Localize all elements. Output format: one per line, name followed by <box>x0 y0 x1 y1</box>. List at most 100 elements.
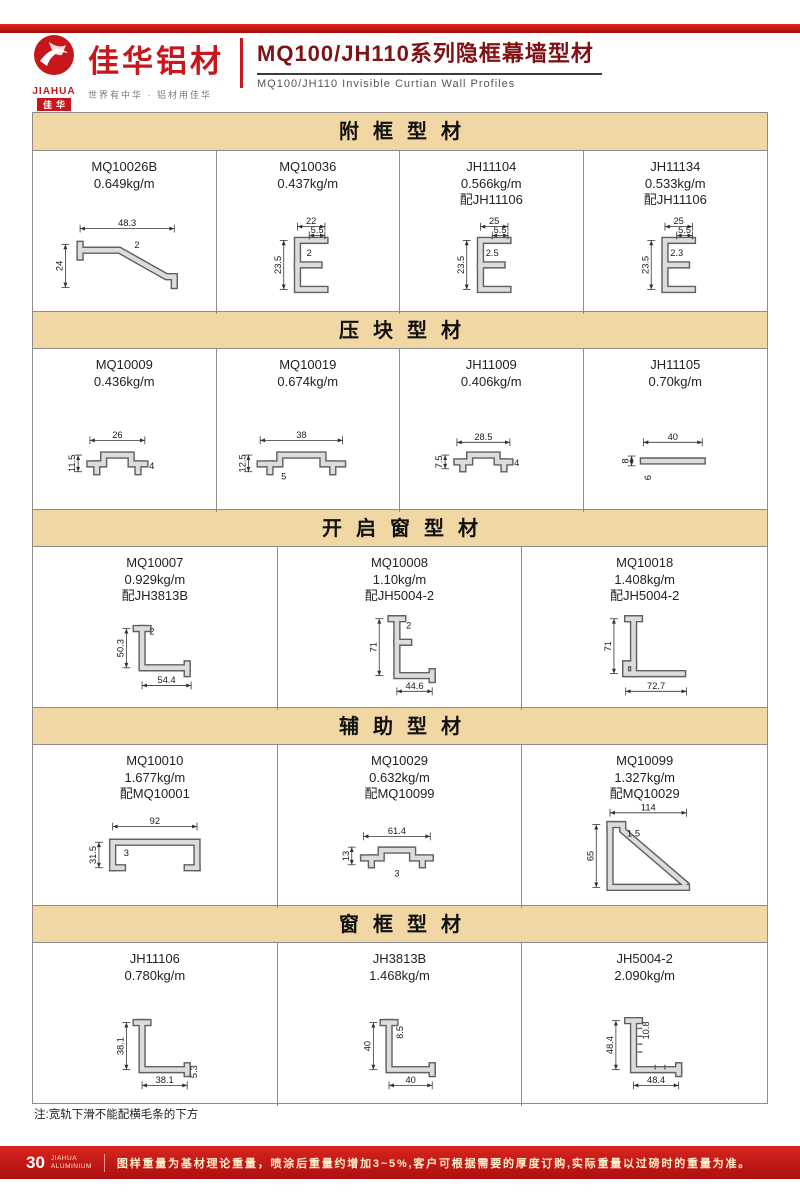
weight-label: 0.674kg/m <box>277 373 339 389</box>
model-label: JH3813B <box>372 951 427 966</box>
dimension-label: 31.5 <box>88 846 98 864</box>
weight-label: 1.327kg/m <box>614 769 676 785</box>
dimension-label: 4 <box>149 461 154 471</box>
dimension-arrow <box>259 438 265 443</box>
dimension-arrow <box>124 662 129 668</box>
dimension-arrow <box>696 440 702 445</box>
match-label: 配JH5004-2 <box>609 588 680 604</box>
dimension-label: 72.7 <box>647 681 665 691</box>
brand-block: 佳华铝材 世界有中华 · 铝材用佳华 <box>88 34 224 112</box>
dimension-label: 61.4 <box>387 826 405 836</box>
model-label: MQ10099 <box>616 753 674 768</box>
model-label: MQ10007 <box>126 555 184 570</box>
dimension-label: 54.4 <box>158 675 176 685</box>
dimension-label: 10.8 <box>642 1021 652 1039</box>
dimension-arrow <box>319 224 325 229</box>
dimension-label: 40 <box>667 432 677 442</box>
dimension-arrow <box>76 466 81 472</box>
dimension-arrow <box>633 1083 639 1088</box>
dimension-arrow <box>456 440 462 445</box>
dimension-arrow <box>648 240 653 246</box>
dimension-label: 71 <box>368 642 378 652</box>
dimension-arrow <box>376 618 381 624</box>
dimension-arrow <box>96 842 101 848</box>
dimension-label: 5.5 <box>494 225 507 235</box>
page-subtitle: MQ100/JH110 Invisible Curtian Wall Profi… <box>257 73 602 90</box>
dimension-arrow <box>594 824 599 830</box>
model-label: MQ10009 <box>95 357 153 372</box>
dimension-label: 5 <box>281 472 286 482</box>
weight-label: 1.468kg/m <box>369 967 430 983</box>
dimension-arrow <box>594 882 599 888</box>
match-label: 配MQ10029 <box>609 786 680 802</box>
profile-face <box>608 822 690 890</box>
dimension-arrow <box>610 810 616 815</box>
dimension-arrow <box>363 834 369 839</box>
dimension-arrow <box>629 460 634 466</box>
weight-label: 0.533kg/m <box>644 175 706 191</box>
header-divider <box>240 38 243 88</box>
page-title: MQ100/JH110系列隐框幕墙型材 <box>257 41 594 66</box>
weight-label: 0.436kg/m <box>93 373 155 389</box>
profile-face <box>110 839 200 870</box>
footer-note: 图样重量为基材理论重量，喷涂后重量约增加3~5%,客户可根据需要的厚度订购,实际… <box>116 1157 752 1170</box>
page-footer: 30 JIAHUA ALUMINIUM 图样重量为基材理论重量，喷涂后重量约增加… <box>0 1146 800 1179</box>
dimension-label: 23.5 <box>640 256 650 274</box>
dimension-arrow <box>349 859 354 865</box>
dimension-arrow <box>63 244 68 250</box>
dimension-label: 40 <box>362 1041 372 1051</box>
logo-wordmark: JIAHUA <box>32 86 76 97</box>
dimension-label: 2 <box>306 248 311 258</box>
dimension-label: 50.3 <box>115 639 125 657</box>
dimension-arrow <box>504 440 510 445</box>
dimension-label: 38.1 <box>115 1037 125 1055</box>
dimension-arrow <box>388 1083 394 1088</box>
dimension-label: 4 <box>514 458 519 468</box>
dimension-label: 22 <box>306 216 316 226</box>
match-label: 配JH3813B <box>121 588 189 604</box>
dimension-label: 114 <box>641 803 656 812</box>
weight-label: 1.677kg/m <box>124 769 186 785</box>
dimension-arrow <box>96 862 101 868</box>
footnote: 注:宽轨下滑不能配横毛条的下方 <box>34 1109 199 1121</box>
dimension-label: 7.5 <box>434 455 444 468</box>
page-number: 30 <box>26 1152 45 1172</box>
profile-face <box>139 1020 190 1072</box>
dimension-arrow <box>664 224 670 229</box>
dimension-arrow <box>139 438 145 443</box>
model-label: JH11106 <box>129 951 180 966</box>
brand-name: 佳华铝材 <box>88 44 224 79</box>
model-label: MQ10010 <box>126 753 184 768</box>
dimension-arrow <box>124 1022 129 1028</box>
dimension-label: 40 <box>405 1075 415 1085</box>
dimension-arrow <box>426 1083 432 1088</box>
dimension-arrow <box>281 240 286 246</box>
profile-face <box>360 847 433 861</box>
weight-label: 2.090kg/m <box>614 967 676 983</box>
profile-face <box>631 616 686 676</box>
profile-cross-section-drawing: 48.410.848.4 <box>605 1016 683 1090</box>
section-title: 开启窗型材 <box>33 509 767 547</box>
